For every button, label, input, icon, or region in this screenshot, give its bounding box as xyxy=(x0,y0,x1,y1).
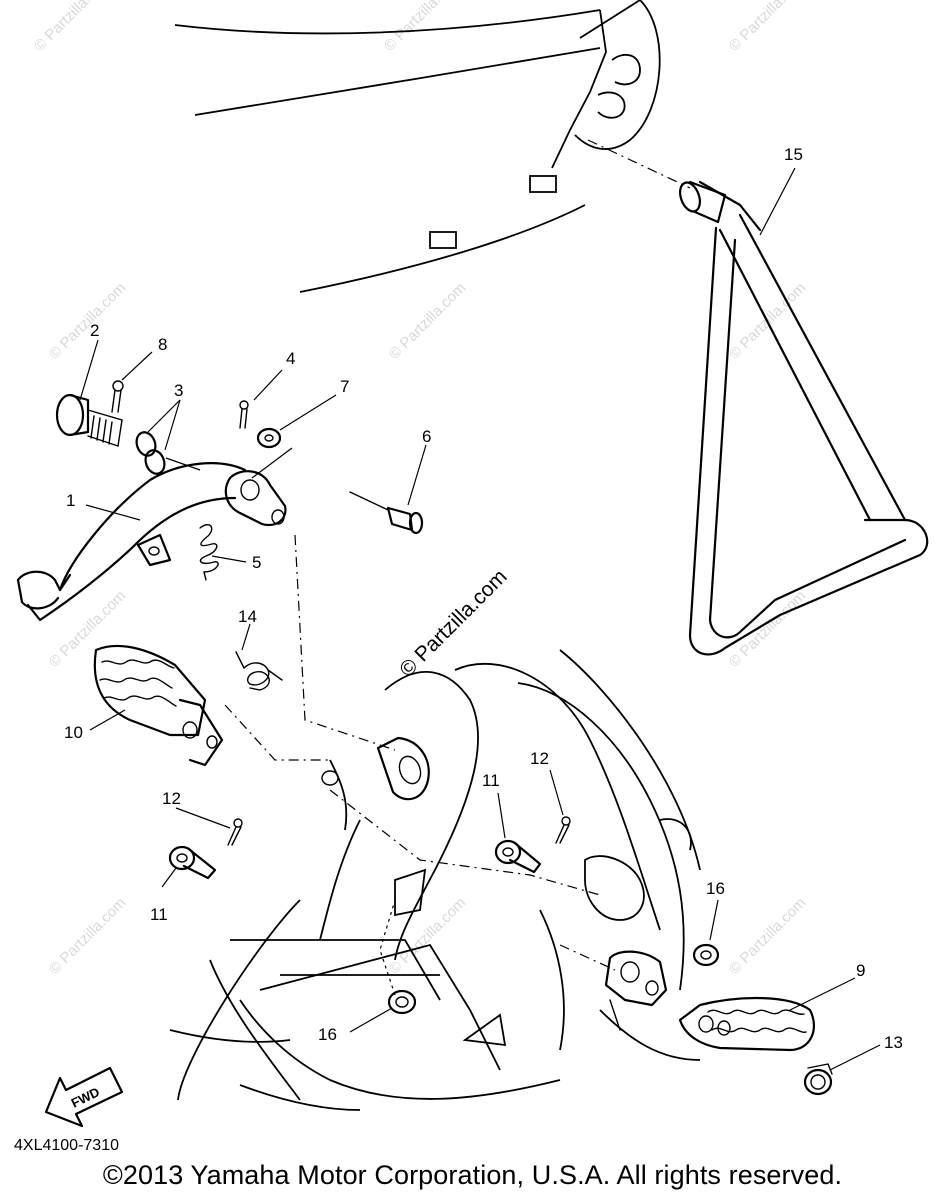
watermark-faint: © Partzilla.com xyxy=(726,0,809,55)
part-5-spring xyxy=(199,524,219,581)
callout-16-lower: 16 xyxy=(318,1025,337,1044)
callout-11-right: 11 xyxy=(482,771,500,790)
part-12-pin-right xyxy=(555,816,571,844)
part-8-cotter-pin xyxy=(111,380,124,413)
callout-3: 3 xyxy=(174,381,183,400)
callout-labels: 2 8 3 4 7 6 1 5 14 10 12 11 11 12 16 9 1… xyxy=(64,145,903,1052)
watermark-faint: © Partzilla.com xyxy=(46,894,129,977)
callout-12-left: 12 xyxy=(162,789,181,808)
watermark-faint: © Partzilla.com xyxy=(46,279,129,362)
frame-bracket xyxy=(321,736,430,801)
watermark-faint: © Partzilla.com xyxy=(726,894,809,977)
callout-2: 2 xyxy=(90,321,99,340)
fwd-arrow-icon: FWD xyxy=(44,1066,124,1128)
part-12-pin-left xyxy=(227,818,243,846)
assembly-lines xyxy=(224,139,691,996)
part-6-pin xyxy=(349,491,424,535)
callout-6: 6 xyxy=(422,427,431,446)
frame-outline xyxy=(169,649,701,1111)
callout-10: 10 xyxy=(64,723,83,742)
part-10-footpeg xyxy=(93,644,224,767)
footpeg-bracket-right xyxy=(604,950,668,1031)
callout-13: 13 xyxy=(884,1033,903,1052)
diagram-canvas: © Partzilla.com © Partzilla.com © Partzi… xyxy=(14,0,929,1154)
callout-15: 15 xyxy=(784,145,803,164)
part-7-washer xyxy=(256,427,282,449)
part-16-washer-lower xyxy=(387,989,417,1015)
callout-14: 14 xyxy=(238,607,257,626)
watermark-faint: © Partzilla.com xyxy=(386,894,469,977)
callout-9: 9 xyxy=(856,961,865,980)
callout-16-right: 16 xyxy=(706,879,725,898)
watermark-faint: © Partzilla.com xyxy=(726,587,809,670)
tank-outline xyxy=(174,0,661,293)
copyright-notice: ©2013 Yamaha Motor Corporation, U.S.A. A… xyxy=(102,1160,843,1190)
callout-5: 5 xyxy=(252,553,261,572)
fwd-label: FWD xyxy=(69,1084,102,1110)
part-3-o-rings xyxy=(135,431,166,475)
callout-8: 8 xyxy=(158,335,167,354)
callout-7: 7 xyxy=(340,377,349,396)
faint-watermarks: © Partzilla.com © Partzilla.com © Partzi… xyxy=(31,0,809,978)
part-4-cotter-pin xyxy=(239,400,249,429)
part-14-spring xyxy=(235,651,283,691)
part-15-stand xyxy=(679,180,929,656)
part-2-pivot-bolt xyxy=(55,393,123,447)
part-13-spring xyxy=(803,1063,833,1096)
callout-1: 1 xyxy=(66,491,75,510)
callout-12-right: 12 xyxy=(530,749,549,768)
part-11-bolt-right xyxy=(494,839,542,874)
watermark-faint: © Partzilla.com xyxy=(46,587,129,670)
part-9-footpeg xyxy=(678,996,815,1052)
leader-lines xyxy=(79,167,881,1071)
part-16-washer-right xyxy=(692,943,720,967)
watermark-faint: © Partzilla.com xyxy=(386,279,469,362)
callout-11-left: 11 xyxy=(150,905,168,924)
part-1-brake-pedal xyxy=(16,462,287,622)
callout-4: 4 xyxy=(286,349,295,368)
part-11-bolt-left xyxy=(168,845,217,880)
diagram-code: 4XL4100-7310 xyxy=(14,1137,119,1154)
watermark-faint: © Partzilla.com xyxy=(31,0,114,55)
